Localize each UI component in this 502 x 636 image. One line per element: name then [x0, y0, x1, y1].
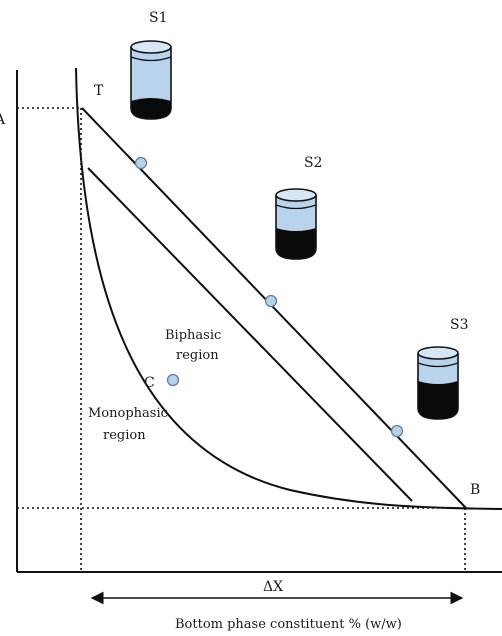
- y-axis-letter: A: [0, 112, 6, 128]
- monophasic-label-line1: Monophasic: [88, 406, 168, 421]
- point-s1: [134, 156, 148, 170]
- biphasic-label-line1: Biphasic: [165, 328, 221, 343]
- point-s2: [264, 294, 278, 308]
- point-critical: [166, 373, 180, 387]
- vial-s1-icon: [130, 40, 172, 120]
- vial-s2-icon: [275, 188, 317, 260]
- delta-x-label: ΔX: [263, 579, 283, 595]
- x-axis-title: Bottom phase constituent % (w/w): [175, 617, 402, 632]
- point-s3: [390, 424, 404, 438]
- label-s1: S1: [149, 10, 168, 26]
- label-s2: S2: [304, 155, 323, 171]
- monophasic-label-line2: region: [103, 428, 146, 443]
- vial-s3-icon: [417, 346, 459, 420]
- label-b: B: [470, 482, 480, 498]
- tie-line-lower: [87, 167, 413, 502]
- label-c: C: [144, 375, 155, 391]
- tie-line-upper: [81, 107, 467, 509]
- biphasic-label-line2: region: [176, 348, 219, 363]
- label-t: T: [94, 83, 104, 99]
- binodal-curve: [75, 67, 502, 510]
- label-s3: S3: [450, 317, 469, 333]
